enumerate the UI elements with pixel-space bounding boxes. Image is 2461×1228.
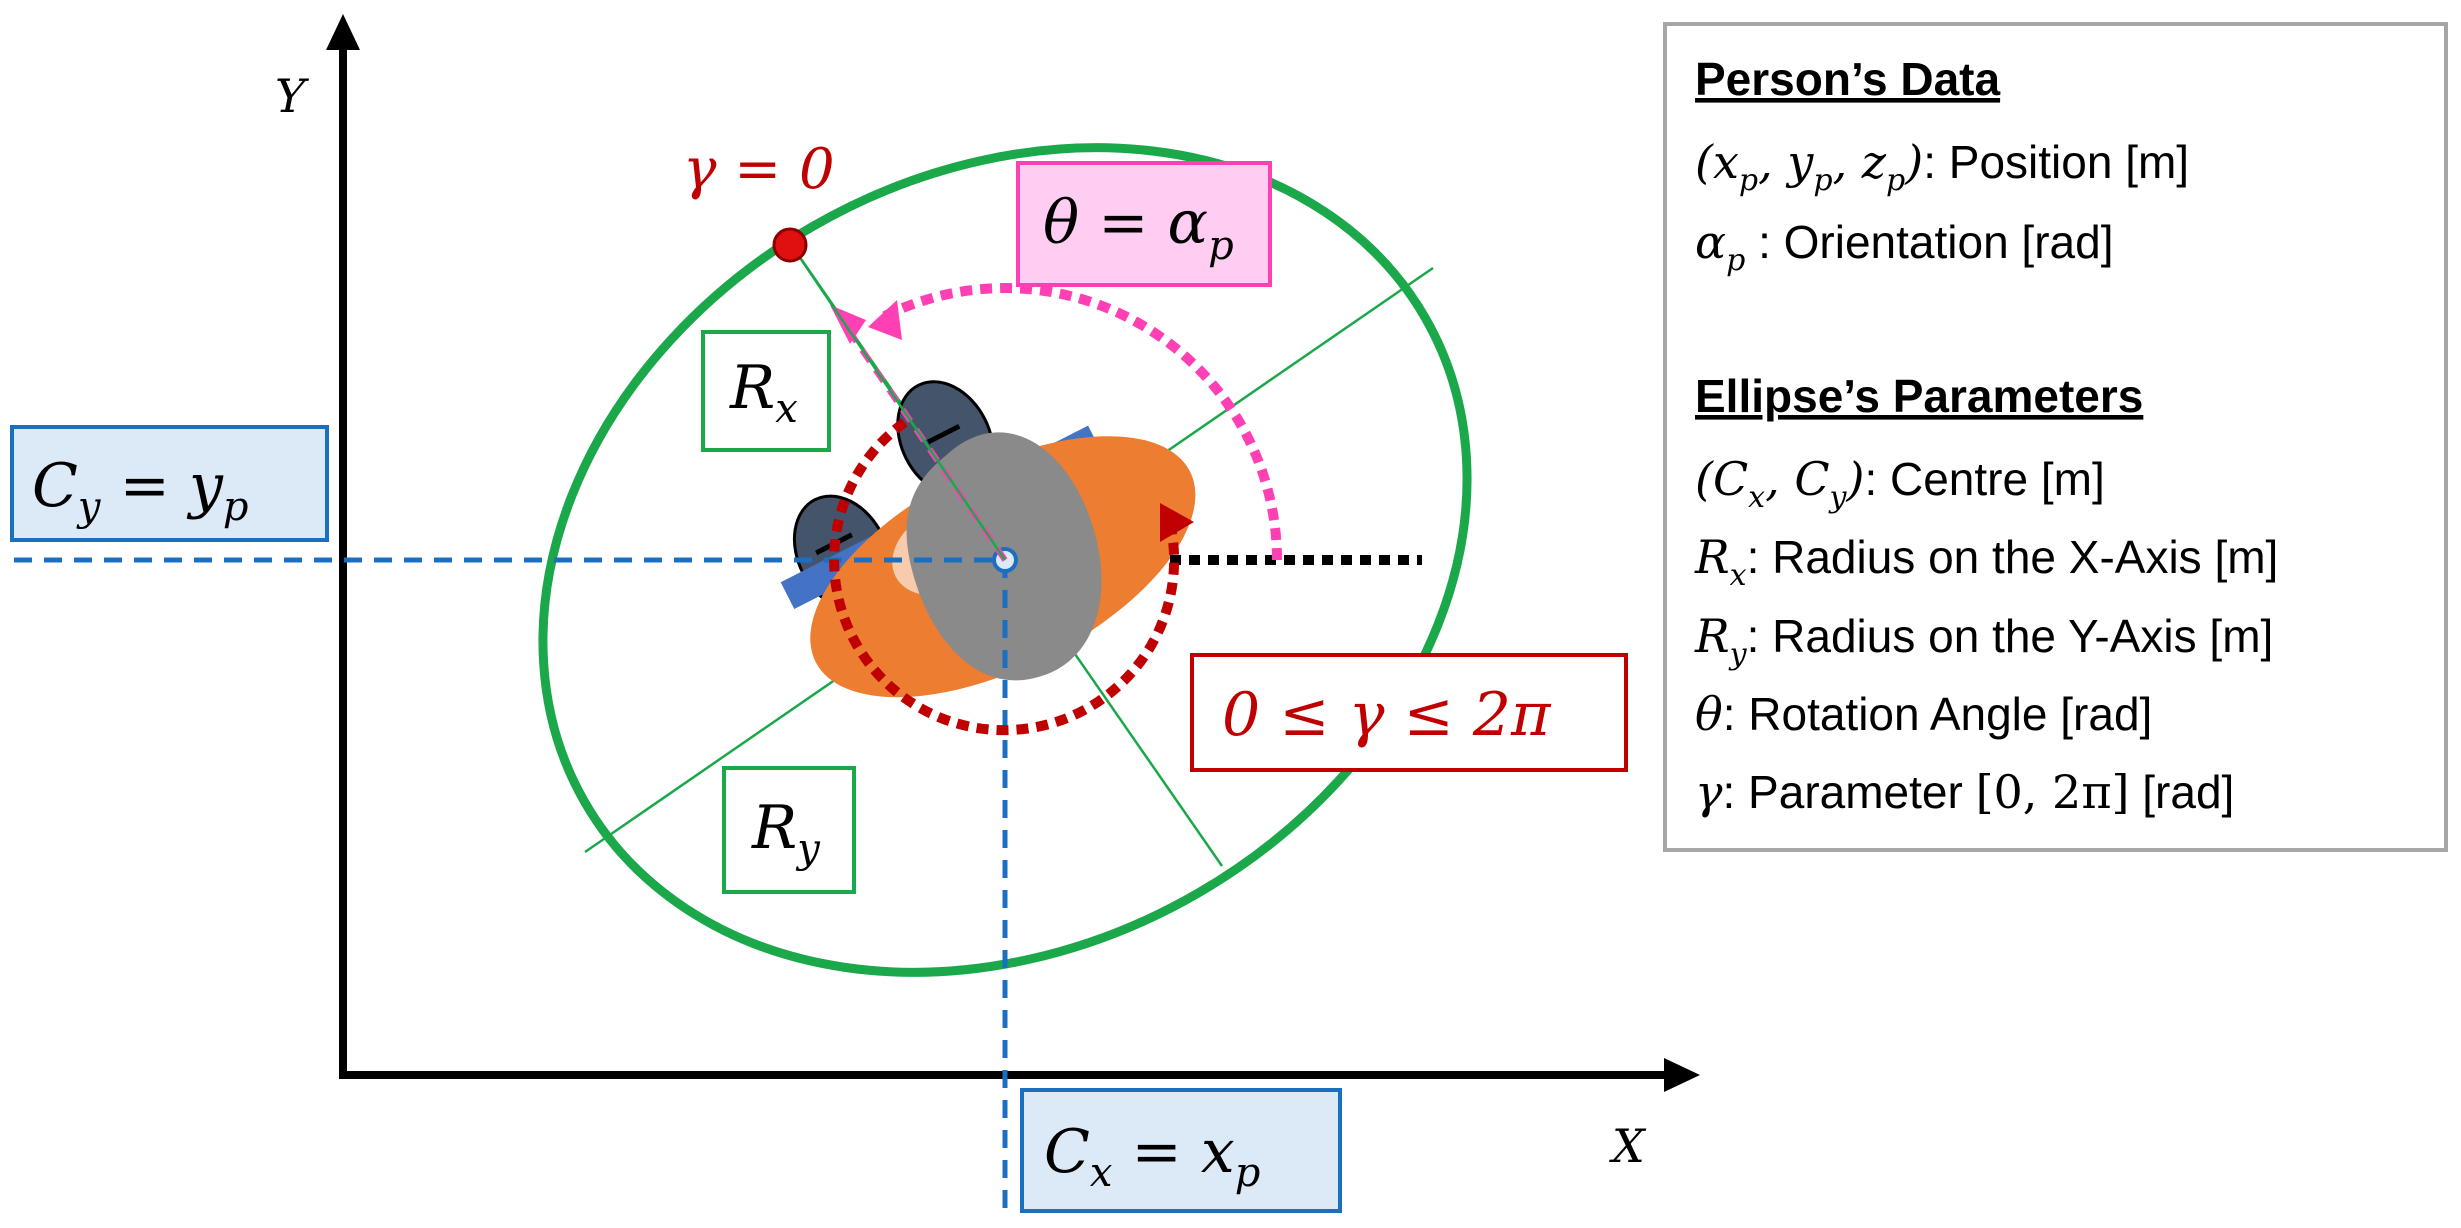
person-figure <box>780 380 1196 698</box>
gamma-circle <box>829 417 1180 736</box>
legend-gamma-row: γ: Parameter [0, 2π] [rad] <box>1695 765 2234 819</box>
shoe-line-right <box>926 423 961 445</box>
legend-ellipse-title: Ellipse’s Parameters <box>1695 370 2143 422</box>
legend-persons-title: Person’s Data <box>1695 53 2001 105</box>
gamma-circle-group <box>829 417 1194 736</box>
x-axis-arrowhead <box>1664 1058 1700 1092</box>
orientation-arc-arrowhead <box>868 300 902 340</box>
legend-border <box>1663 22 2448 852</box>
theta-label-box: θ = αp <box>1016 161 1272 287</box>
gamma-range-label-box: 0 ≤ γ ≤ 2π <box>1190 653 1628 772</box>
legend-rx-row: Rx: Radius on the X-Axis [m] <box>1694 530 2278 593</box>
legend-theta-row: θ: Rotation Angle [rad] <box>1695 687 2152 741</box>
y-axis-label: Y <box>275 69 310 123</box>
svg-text:0 ≤ γ ≤ 2π: 0 ≤ γ ≤ 2π <box>1222 680 1552 750</box>
ry-label-box: Ry <box>722 766 856 894</box>
legend-position-row: (xp, yp, zp): Position [m] <box>1695 135 2189 198</box>
svg-text:γ = 0: γ = 0 <box>683 137 835 202</box>
green-ellipse <box>538 143 1472 977</box>
svg-text:θ = αp: θ = αp <box>1043 188 1234 269</box>
x-axis-label: X <box>1609 1119 1647 1173</box>
rx-label-box: Rx <box>701 330 831 452</box>
gamma-circle-arrowhead <box>1160 503 1194 542</box>
legend-centre-row: (Cx, Cy): Centre [m] <box>1695 452 2105 515</box>
legend-orientation-row: αp : Orientation [rad] <box>1695 215 2113 278</box>
gamma-zero-point <box>772 227 808 263</box>
svg-text:Ry: Ry <box>751 793 821 872</box>
legend-ry-row: Ry: Radius on the Y-Axis [m] <box>1694 609 2273 672</box>
cy-label-box: Cy = yp <box>10 425 329 542</box>
y-axis-arrowhead <box>326 14 360 50</box>
svg-text:Cy = yp: Cy = yp <box>32 451 248 530</box>
cx-label-box: Cx = xp <box>1020 1088 1342 1213</box>
orientation-arc <box>876 283 1282 561</box>
svg-text:Rx: Rx <box>729 353 798 432</box>
gamma-zero-radius-line <box>788 242 1007 561</box>
svg-text:Cx = xp: Cx = xp <box>1044 1117 1260 1196</box>
gamma-zero-label: γ = 0 <box>683 137 835 202</box>
legend-box: Person’s Data (xp, yp, zp): Position [m]… <box>1663 22 2448 852</box>
